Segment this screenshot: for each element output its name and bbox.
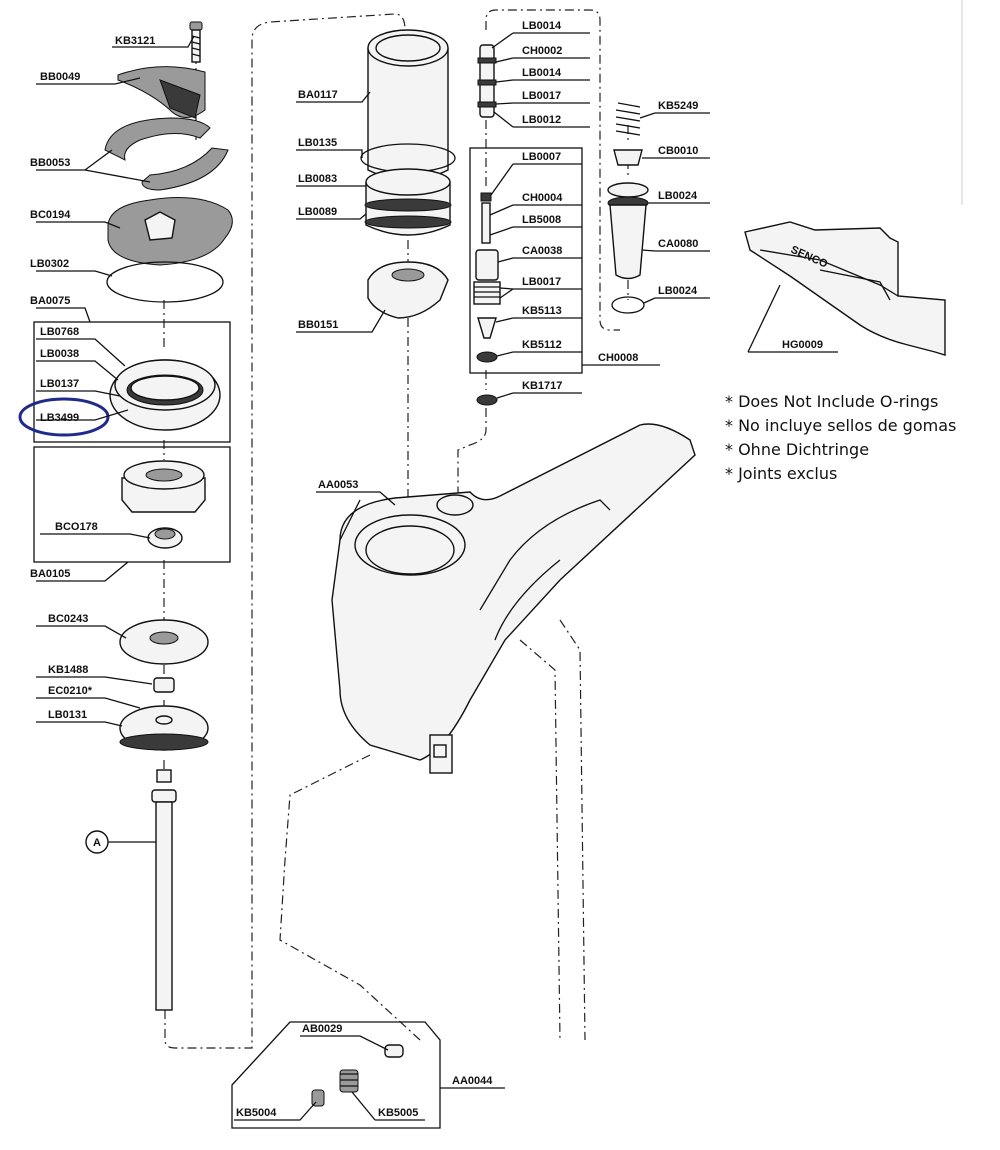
- oring-lb0302: [106, 261, 224, 303]
- label-kb5004: KB5004: [236, 1107, 277, 1119]
- label-ca0038: CA0038: [522, 245, 562, 257]
- label-aa0053: AA0053: [318, 479, 358, 491]
- label-lb0137: LB0137: [40, 378, 79, 390]
- housing-aa0053: [331, 423, 696, 774]
- label-bb0151: BB0151: [298, 319, 338, 331]
- seal-bb0151: [367, 261, 449, 319]
- label-bb0049: BB0049: [40, 71, 80, 83]
- label-kb1717: KB1717: [522, 380, 562, 392]
- label-lb0007: LB0007: [522, 151, 561, 163]
- label-lb0131: LB0131: [48, 709, 87, 721]
- label-ch0004: CH0004: [522, 192, 563, 204]
- trigger-parts: [311, 1044, 404, 1107]
- nosepiece-hg0009: SENCO: [744, 221, 946, 356]
- note-line-1: * Does Not Include O-rings: [725, 392, 938, 411]
- label-bc0194: BC0194: [30, 209, 71, 221]
- note-line-3: * Ohne Dichtringe: [725, 440, 869, 459]
- label-lb0302: LB0302: [30, 258, 69, 270]
- label-kb5005: KB5005: [378, 1107, 418, 1119]
- label-lb0017-a: LB0017: [522, 90, 561, 102]
- label-lb0038: LB0038: [40, 348, 79, 360]
- label-aa0044: AA0044: [452, 1075, 493, 1087]
- label-lb0024-b: LB0024: [658, 285, 698, 297]
- label-lb0083: LB0083: [298, 173, 337, 185]
- piston-ba0075: [109, 359, 221, 431]
- label-lb0014-a: LB0014: [522, 20, 562, 32]
- label-ab0029: AB0029: [302, 1023, 342, 1035]
- label-lb0089: LB0089: [298, 206, 337, 218]
- label-lb0014-b: LB0014: [522, 67, 562, 79]
- spring-kb5249: [615, 102, 641, 136]
- label-kb1488: KB1488: [48, 664, 88, 676]
- valve-stem-ch0002: [477, 44, 497, 118]
- cap-cb0010: [613, 149, 643, 166]
- label-hg0009: HG0009: [782, 339, 823, 351]
- box-ba0105: [33, 446, 231, 563]
- washer-bc0243: [119, 619, 209, 665]
- label-ba0105: BA0105: [30, 568, 70, 580]
- cylinder-ba0117: [367, 29, 449, 181]
- orings-lb0135-lb0083-lb0089: [360, 143, 456, 236]
- bumper-bb0053: [104, 117, 229, 191]
- leader-lines: [36, 32, 838, 1121]
- label-kb5112: KB5112: [522, 339, 562, 351]
- box-aa0044: [231, 1021, 441, 1129]
- part-labels: KB3121 BB0049 BB0053 BC0194 LB0302 BA007…: [30, 20, 823, 1119]
- label-kb5249: KB5249: [658, 100, 698, 112]
- box-ba0075: [33, 321, 231, 443]
- driver-holder-ba0105: [121, 460, 206, 549]
- label-ch0008: CH0008: [598, 352, 638, 364]
- label-lb3499: LB3499: [40, 412, 79, 424]
- label-lb0024-a: LB0024: [658, 190, 698, 202]
- driver-blade: [151, 769, 177, 1011]
- note-line-2: * No incluye sellos de gomas: [725, 416, 956, 435]
- label-lb5008: LB5008: [522, 214, 561, 226]
- assembly-dashed-paths: [163, 9, 629, 1049]
- box-ch0008: [469, 147, 583, 374]
- label-kb5113: KB5113: [522, 305, 562, 317]
- nut-kb1488: [153, 677, 175, 693]
- label-bb0053: BB0053: [30, 157, 70, 169]
- cap-bc0194: [107, 197, 233, 266]
- valve-parts-ch0004: [473, 192, 501, 406]
- label-kb3121: KB3121: [115, 35, 155, 47]
- label-bc0243: BC0243: [48, 613, 88, 625]
- label-ec0210: EC0210*: [48, 685, 93, 697]
- callout-a: A: [93, 837, 101, 849]
- note-line-4: * Joints exclus: [725, 464, 837, 483]
- notes-block: * Does Not Include O-rings * No incluye …: [725, 392, 956, 483]
- label-ca0080: CA0080: [658, 238, 698, 250]
- label-lb0135: LB0135: [298, 137, 337, 149]
- label-lb0012: LB0012: [522, 114, 561, 126]
- label-ba0117: BA0117: [298, 89, 338, 101]
- label-ch0002: CH0002: [522, 45, 562, 57]
- lb3499-highlight-circle: [18, 397, 110, 437]
- screw-kb3121: [189, 21, 203, 63]
- cap-bb0049: [117, 66, 206, 119]
- label-ba0075: BA0075: [30, 295, 70, 307]
- sleeve-ca0080: [607, 182, 649, 314]
- cushion-ec0210: [119, 705, 209, 751]
- label-lb0768: LB0768: [40, 326, 79, 338]
- label-lb0017-b: LB0017: [522, 276, 561, 288]
- label-cb0010: CB0010: [658, 145, 698, 157]
- label-bco178: BCO178: [55, 521, 98, 533]
